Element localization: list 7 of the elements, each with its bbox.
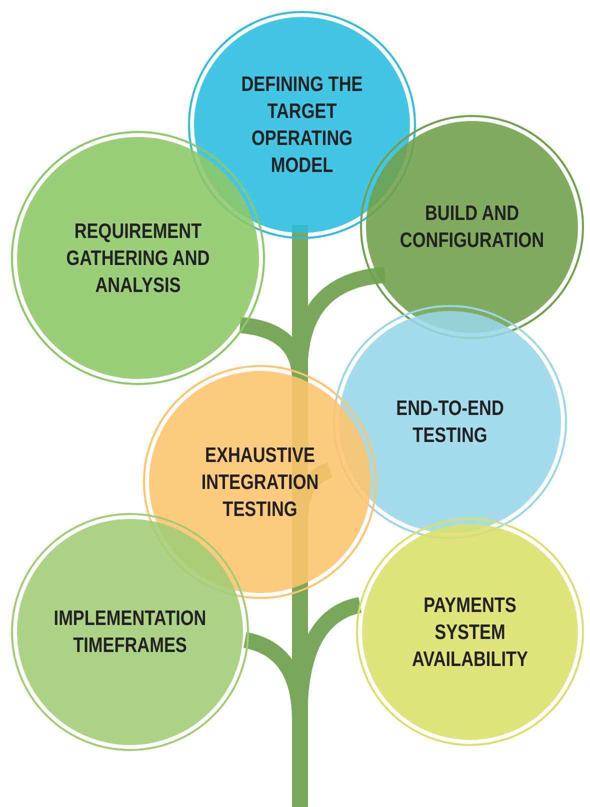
step-label: IMPLEMENTATION TIMEFRAMES <box>52 606 208 659</box>
step-label: EXHAUSTIVE INTEGRATION TESTING <box>200 442 320 522</box>
step-label: END-TO-END TESTING <box>395 396 505 449</box>
step-label: BUILD AND CONFIGURATION <box>398 201 546 254</box>
step-label: REQUIREMENT GATHERING AND ANALYSIS <box>65 218 211 298</box>
step-label: DEFINING THE TARGET OPERATING MODEL <box>240 72 364 179</box>
step-label: PAYMENTS SYSTEM AVAILABILITY <box>410 592 530 672</box>
